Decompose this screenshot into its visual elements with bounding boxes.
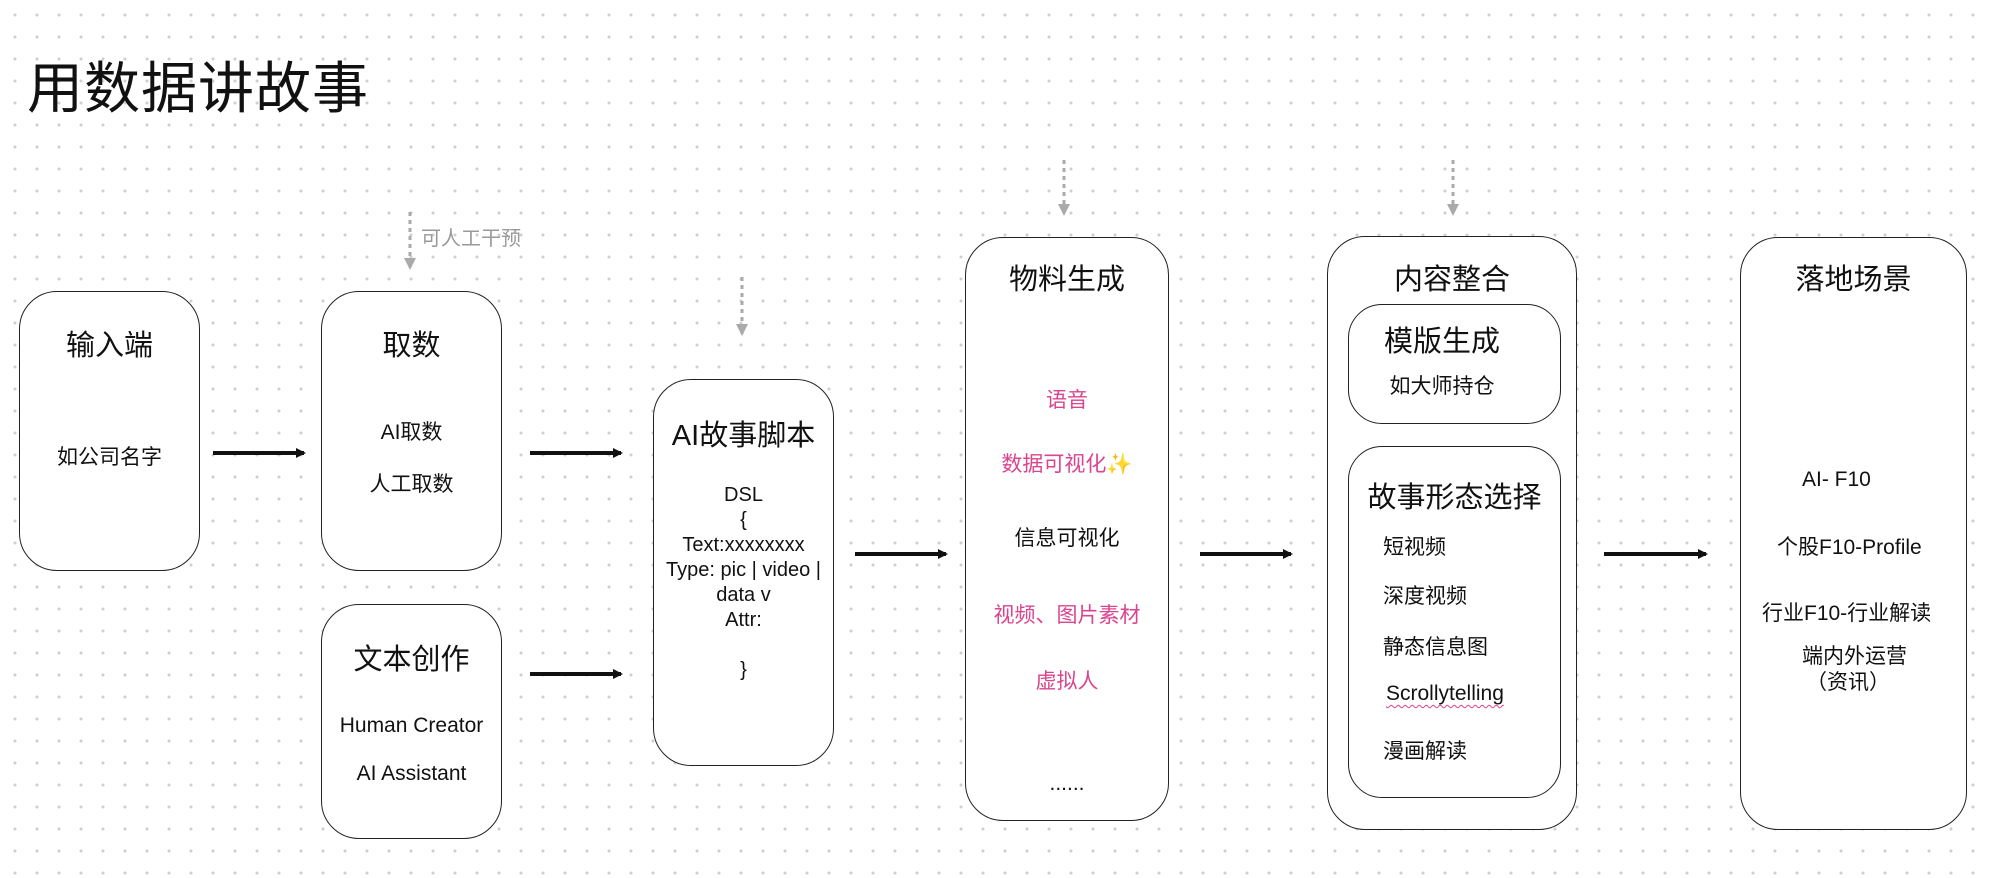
story-form-header: 故事形态选择 — [1367, 482, 1542, 514]
materials-item-media: 视频、图片素材 — [993, 604, 1141, 627]
scenes-item-news: （资讯） — [1806, 671, 1890, 694]
script-dsl-block: DSL { Text:xxxxxxxx Type: pic | video | … — [653, 483, 834, 683]
script-line: } — [740, 659, 747, 681]
input-example: 如公司名字 — [57, 446, 162, 469]
fetch-box — [321, 291, 502, 571]
script-line: DSL — [724, 484, 763, 506]
scenes-box — [1740, 237, 1967, 830]
materials-item-avatar: 虚拟人 — [1035, 670, 1099, 693]
script-line: data v — [716, 584, 771, 606]
story-form-item-scrollytelling: Scrollytelling — [1386, 682, 1504, 705]
template-header: 模版生成 — [1383, 326, 1500, 358]
template-example: 如大师持仓 — [1389, 375, 1495, 398]
page-title: 用数据讲故事 — [27, 57, 369, 120]
script-line: Attr: — [725, 609, 762, 631]
script-line: Type: pic | video | — [666, 559, 821, 581]
story-form-item-deep-video: 深度视频 — [1383, 585, 1467, 608]
story-form-box — [1348, 446, 1561, 798]
materials-header: 物料生成 — [1008, 264, 1125, 296]
materials-item-more: ...... — [1049, 772, 1085, 795]
input-header: 输入端 — [65, 330, 153, 362]
script-line: { — [740, 509, 747, 531]
manual-intervention-note: 可人工干预 — [421, 228, 521, 250]
script-line: Text:xxxxxxxx — [682, 534, 805, 556]
text-creation-box — [321, 604, 502, 839]
text-creation-item-ai: AI Assistant — [356, 762, 467, 785]
materials-item-voice: 语音 — [1046, 389, 1088, 412]
scenes-item-industry-f10: 行业F10-行业解读 — [1762, 602, 1932, 625]
scenes-item-operations: 端内外运营 — [1802, 645, 1907, 668]
fetch-item-manual: 人工取数 — [369, 473, 454, 496]
materials-item-infoviz: 信息可视化 — [1014, 527, 1120, 550]
text-creation-header: 文本创作 — [353, 644, 470, 676]
script-line — [653, 633, 834, 658]
template-box — [1348, 304, 1561, 424]
input-box — [19, 291, 200, 571]
text-creation-item-human: Human Creator — [339, 714, 484, 737]
scenes-item-ai-f10: AI- F10 — [1802, 468, 1871, 491]
story-form-item-short-video: 短视频 — [1383, 536, 1446, 559]
integration-header: 内容整合 — [1393, 264, 1510, 296]
scenes-header: 落地场景 — [1795, 264, 1912, 296]
scenes-item-stock-f10: 个股F10-Profile — [1777, 536, 1922, 559]
fetch-item-ai: AI取数 — [380, 421, 443, 444]
materials-box — [965, 237, 1169, 821]
materials-item-dataviz: 数据可视化✨ — [1001, 453, 1133, 476]
story-form-item-infographic: 静态信息图 — [1383, 636, 1488, 659]
script-header: AI故事脚本 — [671, 420, 816, 452]
story-form-item-comic: 漫画解读 — [1383, 740, 1467, 763]
fetch-header: 取数 — [382, 330, 441, 362]
script-box — [653, 379, 834, 766]
